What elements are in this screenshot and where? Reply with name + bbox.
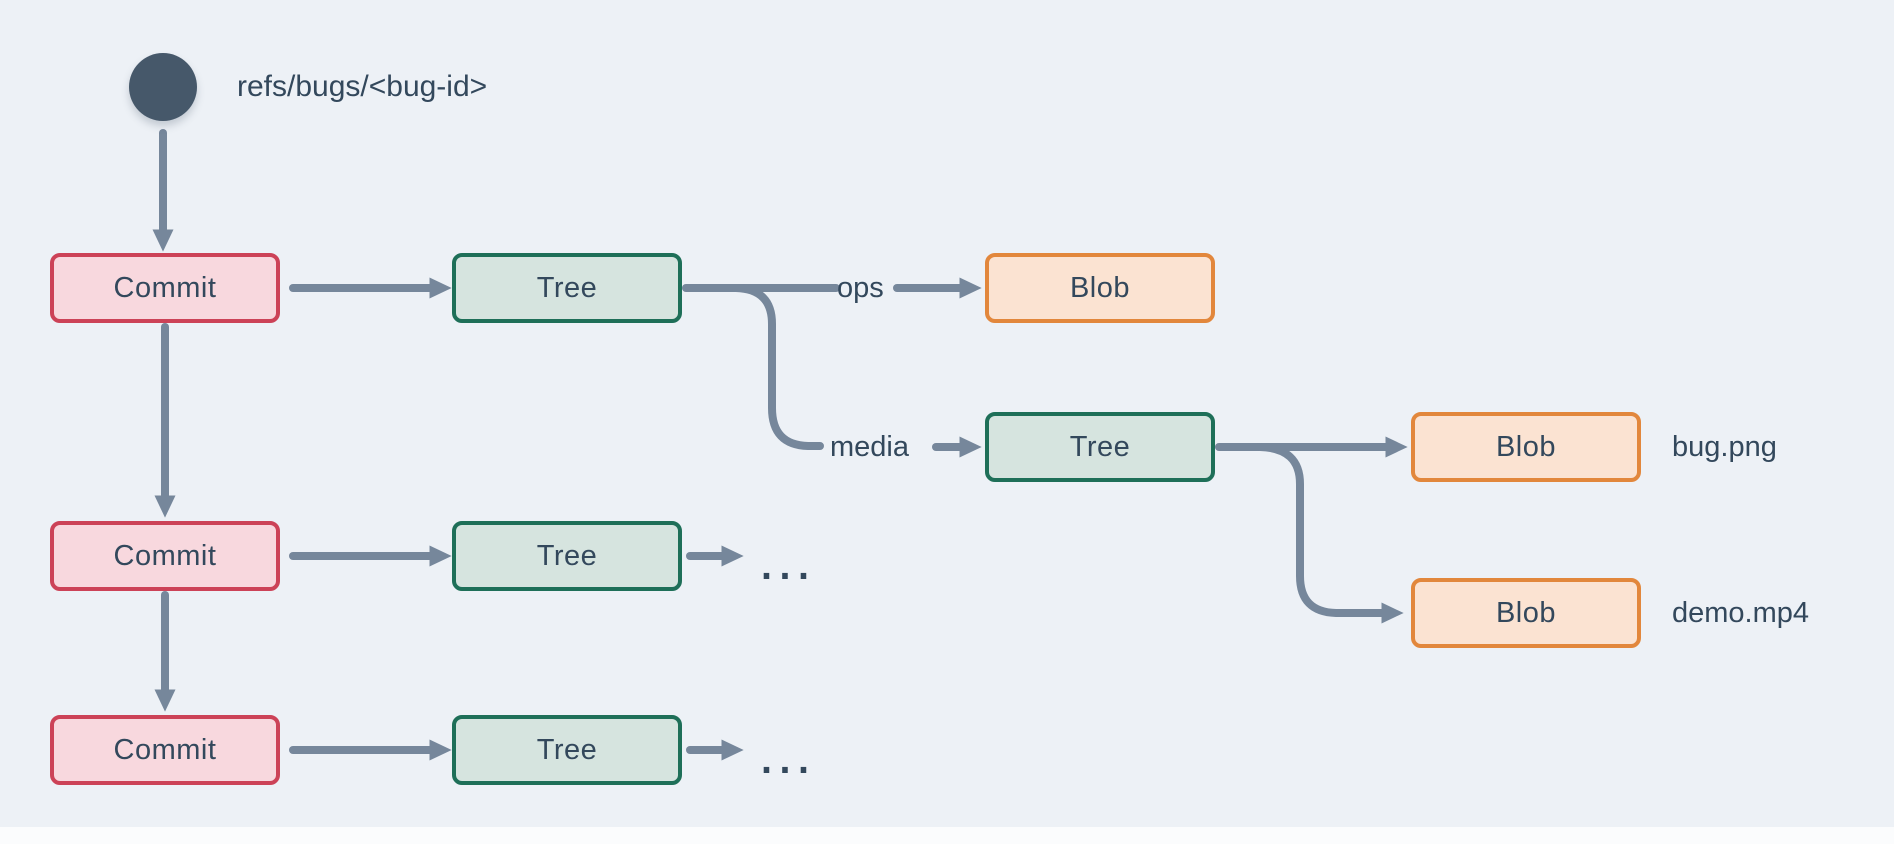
file-label-bug-png: bug.png [1672, 431, 1777, 463]
blob-node-bug-label: Blob [1495, 430, 1557, 463]
blob-node-demo: Blob [1411, 578, 1641, 648]
commit-node-3: Commit [50, 715, 280, 785]
commit-node-2: Commit [50, 521, 280, 591]
branch-tree2-to-blob-demo [1256, 443, 1404, 624]
tree-node-2-label: Tree [1069, 430, 1131, 463]
ref-label: refs/bugs/<bug-id> [237, 70, 488, 103]
blob-node-ops-label: Blob [1069, 271, 1131, 304]
blob-node-ops: Blob [985, 253, 1215, 323]
blob-node-bug: Blob [1411, 412, 1641, 482]
file-label-demo-mp4: demo.mp4 [1672, 597, 1810, 629]
ellipsis-more-row2: ... [756, 548, 813, 588]
commit-node-1: Commit [50, 253, 280, 323]
tree-node-3: Tree [452, 521, 682, 591]
blob-node-demo-label: Blob [1495, 596, 1557, 629]
ellipsis-more-row3: ... [756, 742, 813, 782]
commit-node-3-label: Commit [113, 733, 217, 766]
bottom-margin-strip [0, 827, 1894, 844]
commit-node-1-label: Commit [113, 271, 217, 304]
edge-label-ops: ops [837, 272, 884, 304]
edge-label-media: media [830, 431, 909, 463]
tree-node-4: Tree [452, 715, 682, 785]
tree-node-2: Tree [985, 412, 1215, 482]
tree-node-3-label: Tree [536, 539, 598, 572]
tree-node-1-label: Tree [536, 271, 598, 304]
commit-node-2-label: Commit [113, 539, 217, 572]
tree-node-1: Tree [452, 253, 682, 323]
branch-tree1-to-media [732, 284, 824, 450]
ref-node-circle [129, 53, 197, 121]
tree-node-4-label: Tree [536, 733, 598, 766]
